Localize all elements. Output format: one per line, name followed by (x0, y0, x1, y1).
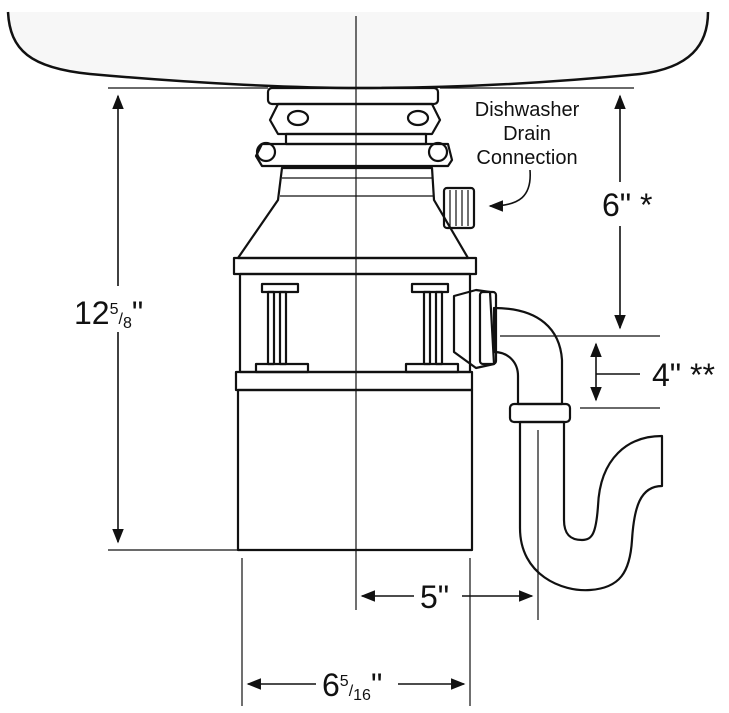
mounting-ring (268, 102, 442, 136)
slip-nut (508, 402, 572, 424)
dishwasher-inlet (442, 186, 476, 230)
sink-basin (6, 11, 710, 90)
dishwasher-callout-arrow (488, 169, 531, 212)
dim-6-label: 6" * (602, 187, 653, 223)
lower-band (234, 370, 474, 392)
discharge-port (452, 288, 496, 370)
dim-4-label: 4" ** (652, 357, 715, 393)
clamp-knob-right (427, 141, 449, 163)
drain-trap (492, 306, 664, 592)
mount-lug-left (286, 109, 310, 127)
dim-width-label: 65/16" (322, 667, 382, 704)
p-trap (518, 420, 664, 592)
dim-height-label: 125/8" (74, 295, 143, 332)
disposer-unit (232, 86, 498, 552)
mounting-flange (266, 86, 440, 106)
mount-lug-right (406, 109, 430, 127)
dim-5-label: 5" (420, 579, 449, 615)
discharge-tube (492, 306, 564, 406)
neck (284, 132, 428, 146)
dishwasher-label-line2: Drain (503, 123, 551, 145)
dishwasher-label-line1: Dishwasher (475, 99, 580, 121)
dishwasher-label-line3: Connection (476, 147, 577, 169)
mount-clamp (254, 142, 454, 168)
motor-bottom (236, 388, 474, 552)
clamp-knob-left (255, 141, 277, 163)
motor-flange (232, 256, 478, 276)
upper-housing (236, 166, 470, 260)
